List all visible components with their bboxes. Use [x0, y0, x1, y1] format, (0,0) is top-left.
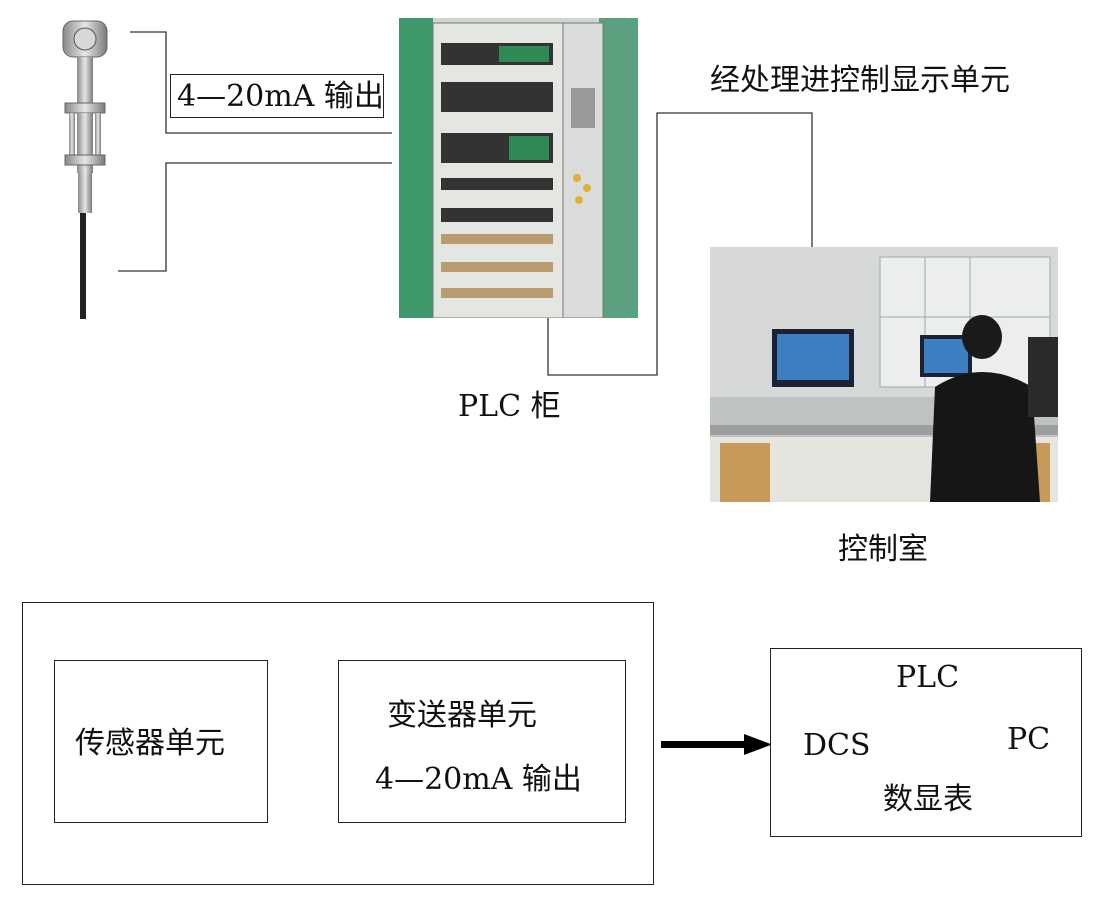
transmitter-unit-label: 变送器单元 — [387, 698, 537, 733]
transmitter-output-label: 4—20mA 输出 — [375, 762, 582, 797]
arrow-to-receivers — [661, 734, 772, 755]
receiver-pc-label: PC — [1007, 722, 1051, 757]
output-label-box: 4—20mA 输出 — [170, 74, 384, 118]
signal-line-lower — [118, 162, 392, 272]
receiver-plc-label: PLC — [896, 660, 960, 695]
signal-line-upper — [130, 31, 392, 134]
receiver-dcs-label: DCS — [803, 728, 871, 763]
plc-cabinet-photo — [399, 18, 638, 318]
transmitter-unit-box: 变送器单元 4—20mA 输出 — [338, 660, 626, 823]
flow-transmitter-photo — [62, 20, 108, 319]
sensor-unit-label: 传感器单元 — [75, 726, 225, 761]
receiver-display-label: 数显表 — [883, 782, 973, 817]
cabinet-to-control-room-line — [547, 112, 813, 376]
sensor-unit-box: 传感器单元 — [54, 660, 268, 823]
control-room-photo — [710, 247, 1058, 502]
output-label: 4—20mA 输出 — [177, 79, 384, 114]
receiver-box: PLC DCS PC 数显表 — [770, 648, 1082, 837]
processing-label: 经处理进控制显示单元 — [710, 63, 1010, 98]
control-room-label: 控制室 — [838, 532, 928, 567]
plc-cabinet-label: PLC 柜 — [458, 389, 561, 424]
